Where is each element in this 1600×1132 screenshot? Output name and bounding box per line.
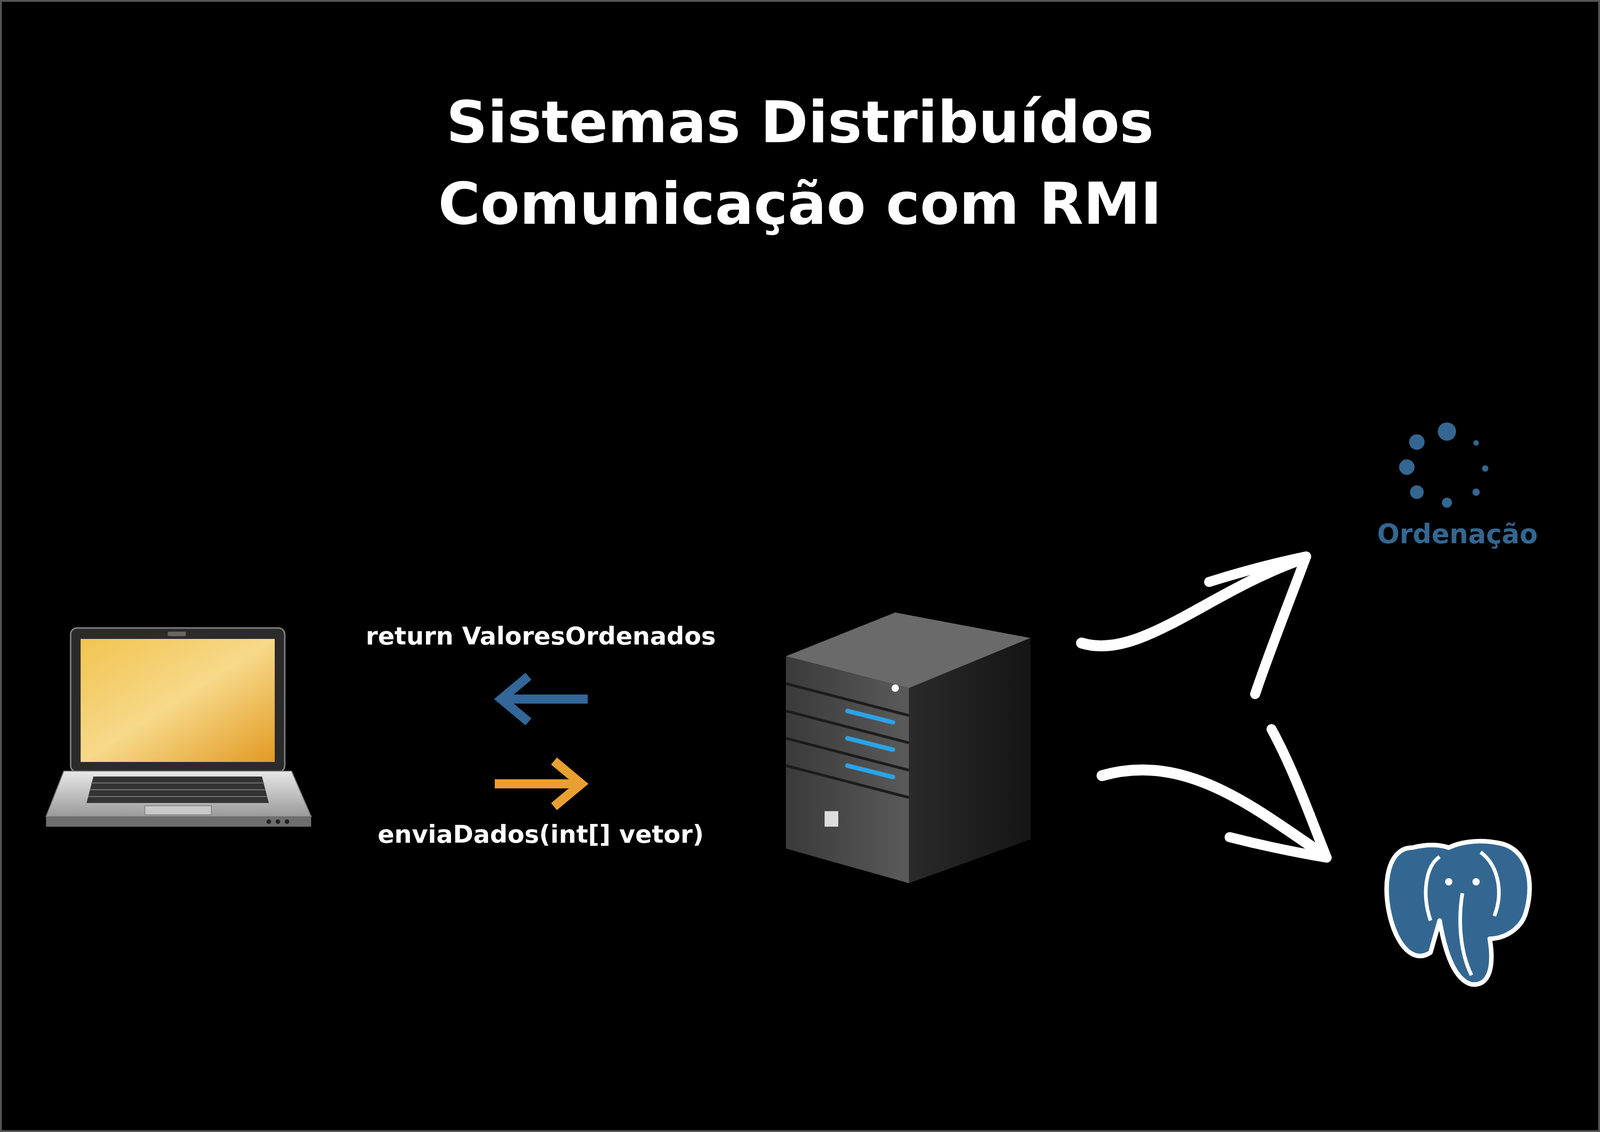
page-title: Sistemas Distribuídos Comunicação com RM… xyxy=(344,82,1256,246)
ordering-logo xyxy=(1399,422,1489,508)
method-return-label: return ValoresOrdenados xyxy=(365,621,716,651)
server-icon xyxy=(785,612,1031,883)
call-arrow xyxy=(494,760,582,807)
logo-caption: Ordenação xyxy=(1377,518,1539,550)
postgresql-elephant xyxy=(1386,841,1530,985)
return-arrow xyxy=(501,676,588,722)
laptop-icon xyxy=(46,627,312,827)
curved-arrows xyxy=(1081,556,1327,858)
method-call-label: enviaDados(int[] vetor) xyxy=(377,819,704,849)
